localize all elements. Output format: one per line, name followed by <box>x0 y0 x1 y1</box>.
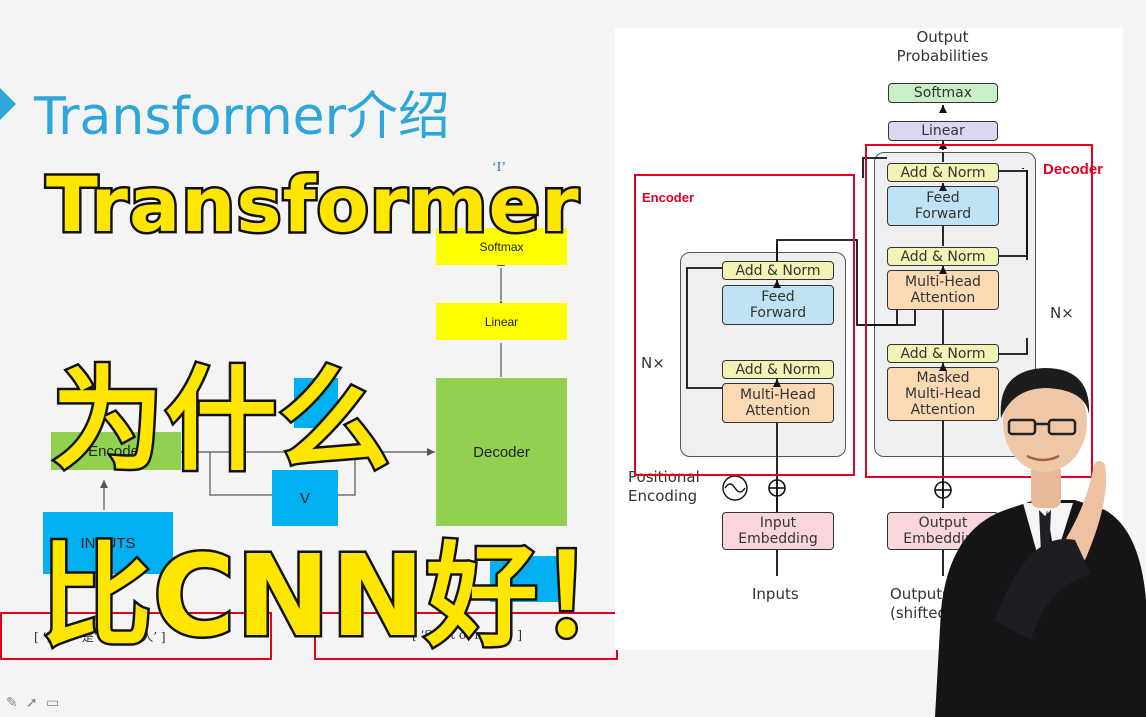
decoder-feed-forward: Feed Forward <box>887 186 999 226</box>
decoder-add-norm-top: Add & Norm <box>887 163 999 182</box>
output-probabilities-label: Output Probabilities <box>896 28 989 65</box>
overlay-line-better-than-cnn: 比CNN好！ <box>38 530 654 665</box>
decoder-add-norm-mid: Add & Norm <box>887 247 999 266</box>
decoder-highlight-frame <box>865 144 1093 478</box>
softmax-layer: Softmax <box>888 83 998 103</box>
decoder-multi-head-attention: Multi-Head Attention <box>887 270 999 310</box>
output-token: ‘I’ <box>492 160 506 175</box>
softmax-block: Softmax <box>436 228 567 265</box>
encoder-block: Encoder <box>51 432 181 470</box>
positional-encoding-label: Positional Encoding <box>628 468 700 505</box>
linear-layer: Linear <box>888 121 998 141</box>
decoder-add-norm-bottom: Add & Norm <box>887 344 999 363</box>
input-left-text: [ ‘我’ ，‘是’ ，‘中国人’ ] <box>34 630 166 644</box>
overlay-line-why: 为什么 <box>50 354 393 489</box>
linear-block: Linear <box>436 303 567 340</box>
inputs-label: Inputs <box>752 585 799 603</box>
camera-icon[interactable]: ▭ <box>46 694 60 710</box>
overlay-line-transformer: Transformer <box>44 158 582 252</box>
input-left-frame <box>0 612 272 660</box>
outputs-block <box>490 556 566 602</box>
architecture-connectors <box>686 105 1028 576</box>
decoder-tag: Decoder <box>1043 161 1104 178</box>
simple-diagram-connectors <box>100 258 505 510</box>
decoder-nx-label: N× <box>1050 304 1074 322</box>
decoder-block: Decoder <box>436 378 567 526</box>
pen-icon[interactable]: ✎ <box>6 694 18 710</box>
pointer-icon[interactable]: ➚ <box>26 694 38 710</box>
input-embedding-block: Input Embedding <box>722 512 834 550</box>
title-bullet-icon <box>0 88 16 120</box>
encoder-highlight-frame <box>634 174 855 476</box>
encoder-add-norm-bottom: Add & Norm <box>722 360 834 379</box>
k-block <box>294 378 338 428</box>
encoder-feed-forward: Feed Forward <box>722 285 834 325</box>
presenter-image <box>935 368 1146 717</box>
input-right-text: [ ‘Start of result’ ] <box>412 628 523 642</box>
encoder-add-norm-top: Add & Norm <box>722 261 834 280</box>
slide-title: Transformer介绍 <box>34 87 451 147</box>
inputs-block: INPUTS <box>43 512 173 574</box>
encoder-nx-label: N× <box>641 354 665 372</box>
decoder-masked-attention: Masked Multi-Head Attention <box>887 367 999 421</box>
encoder-tag: Encoder <box>642 190 695 205</box>
v-block: V <box>272 470 338 526</box>
